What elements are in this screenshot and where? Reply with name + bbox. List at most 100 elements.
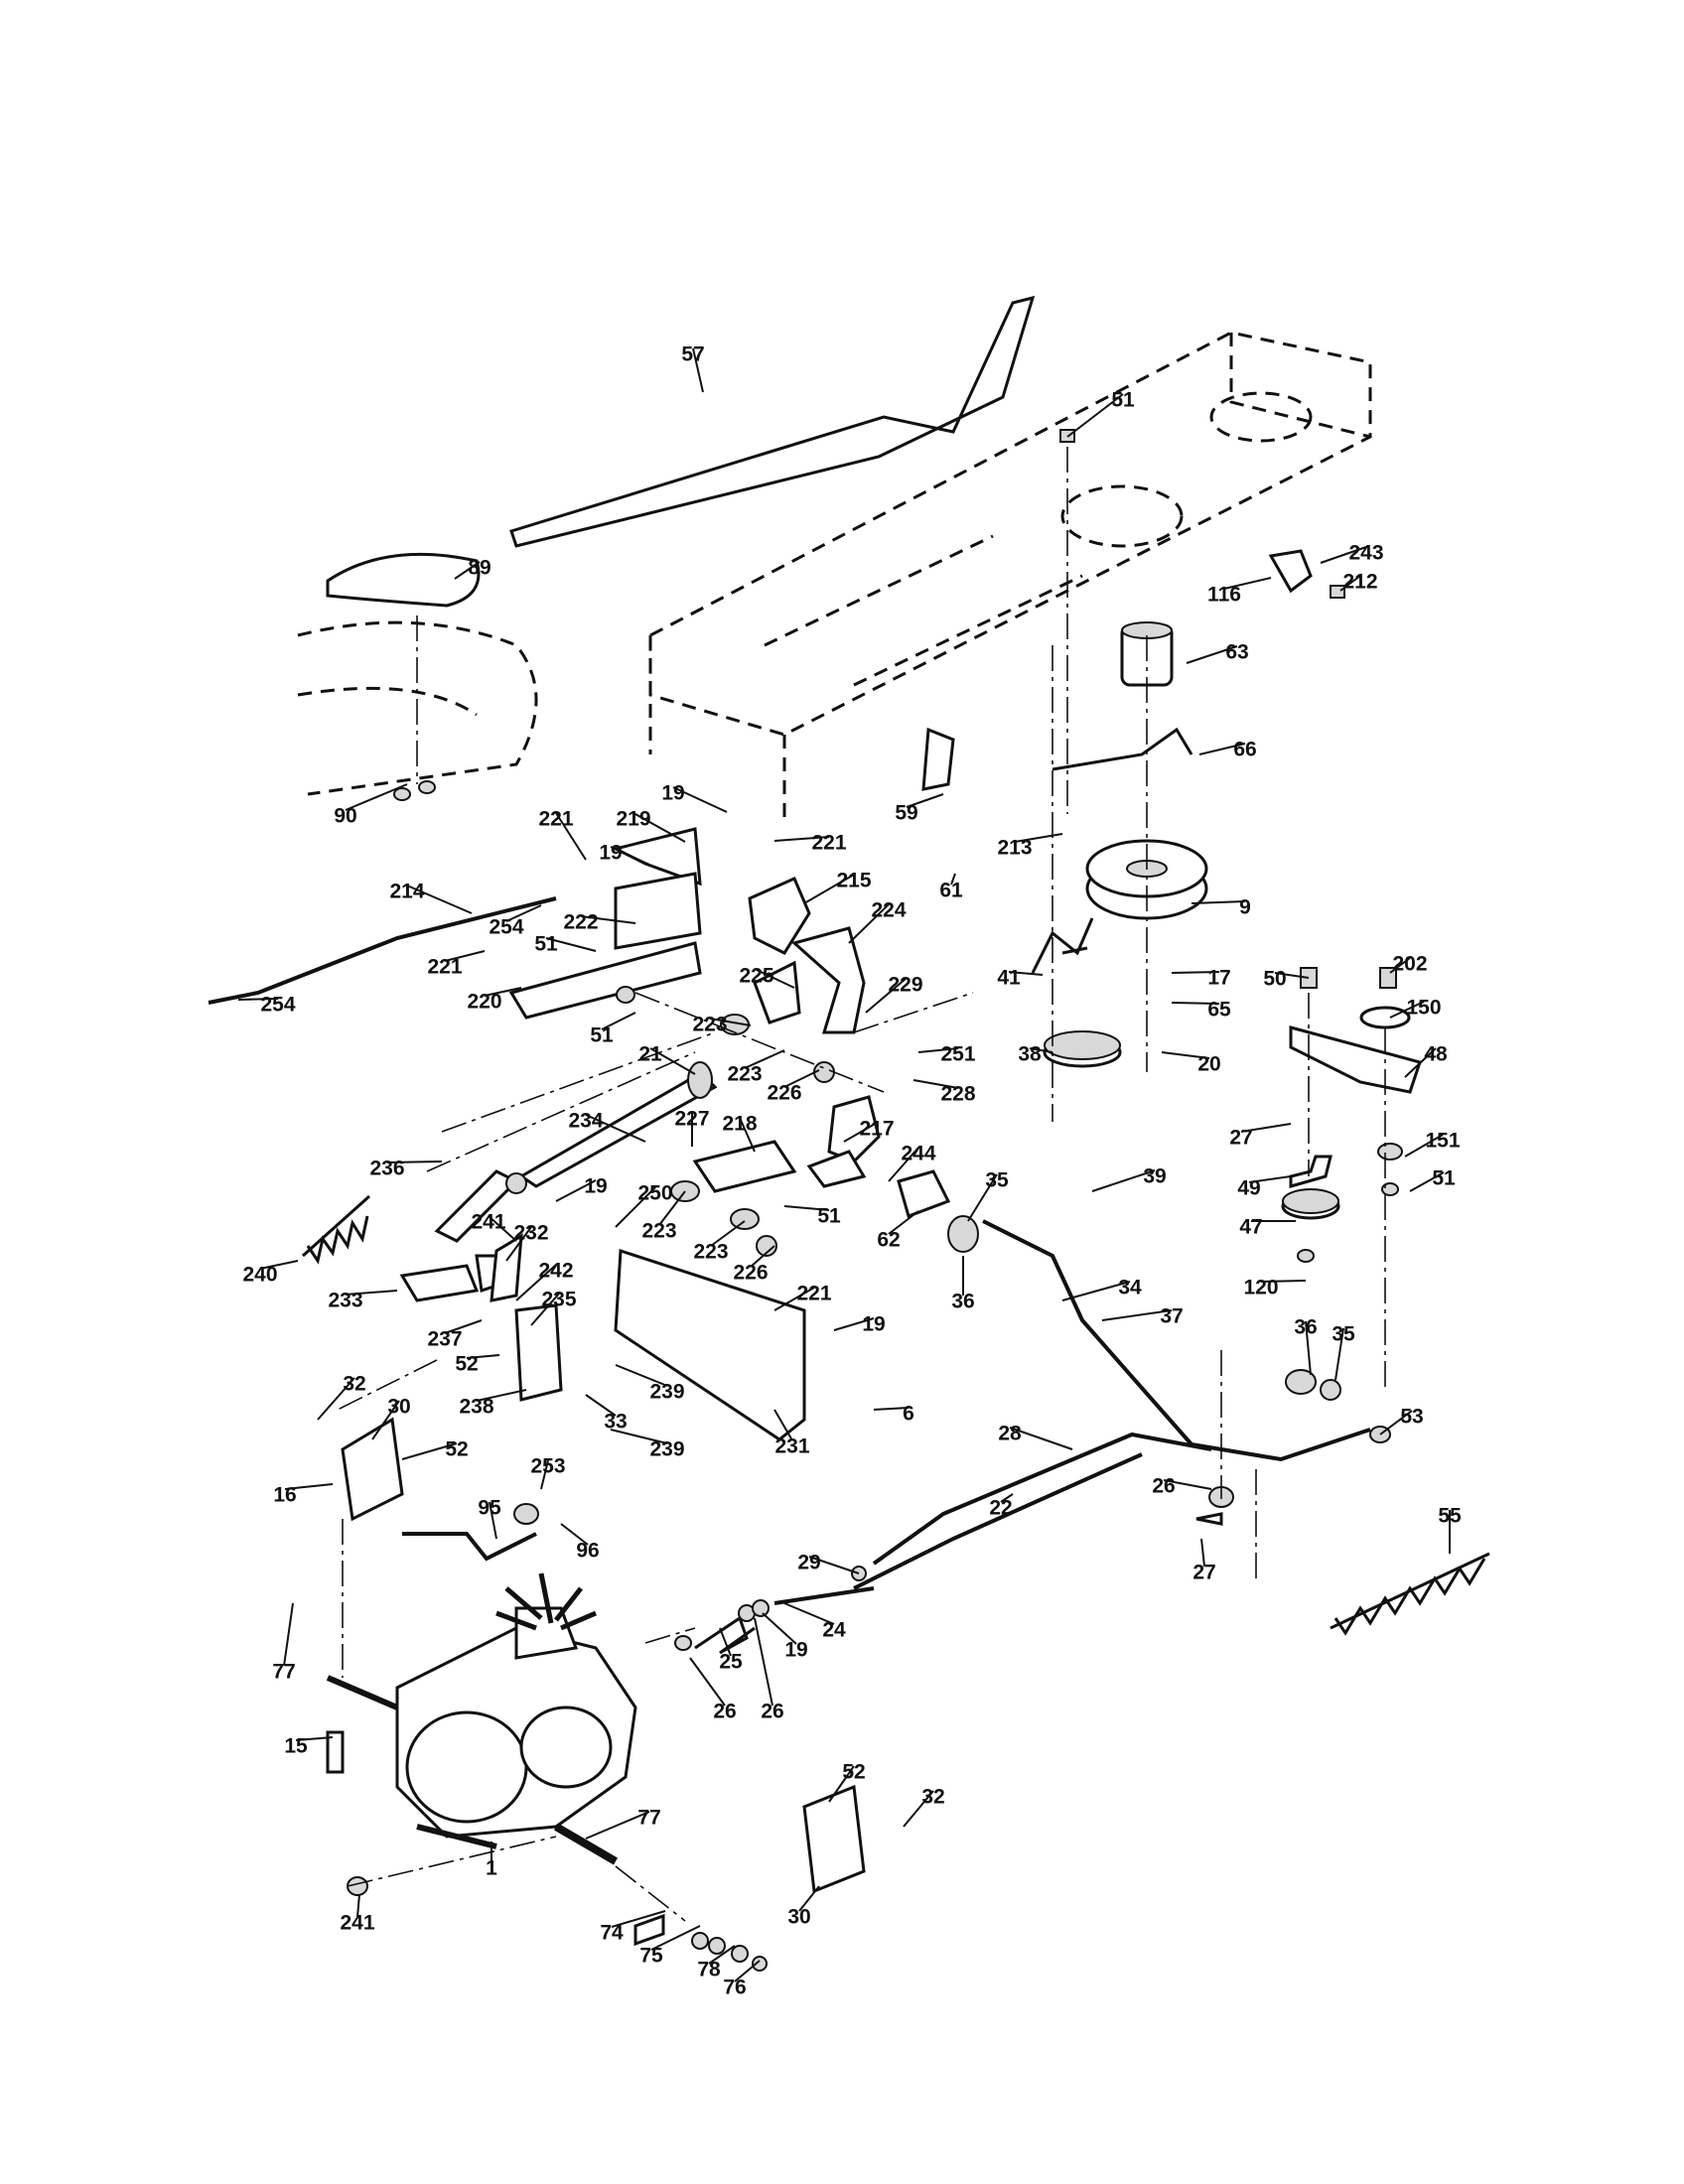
leader-line-c226b — [750, 1245, 775, 1268]
callout-c221c: 221 — [427, 956, 462, 979]
callout-c75: 75 — [639, 1945, 663, 1968]
callout-c222: 222 — [563, 911, 598, 934]
callout-c77a: 77 — [272, 1661, 295, 1684]
leader-line-c116 — [1223, 577, 1272, 590]
callout-c150: 150 — [1406, 997, 1441, 1020]
leader-line-c27b — [1200, 1538, 1205, 1568]
callout-c229: 229 — [888, 974, 922, 997]
callout-c237: 237 — [427, 1328, 462, 1351]
leader-line-c9 — [1191, 900, 1246, 904]
leader-line-c243 — [1320, 546, 1367, 564]
leader-line-c202 — [1389, 957, 1411, 974]
leader-line-c16 — [284, 1483, 334, 1490]
transaxle — [326, 1572, 637, 1865]
callout-c223b: 223 — [727, 1063, 762, 1086]
leader-line-c75 — [650, 1925, 701, 1951]
leader-line-c19e — [762, 1612, 797, 1645]
idler-pulley-47 — [1281, 1188, 1340, 1220]
callout-c25: 25 — [719, 1651, 743, 1674]
leader-line-c38 — [1029, 1047, 1053, 1053]
leader-line-c239a — [615, 1364, 668, 1387]
leader-line-c120 — [1260, 1280, 1307, 1283]
callout-c52a: 52 — [455, 1353, 478, 1376]
callout-c243: 243 — [1348, 542, 1383, 565]
callout-c38: 38 — [1018, 1043, 1042, 1066]
callout-c19d: 19 — [862, 1313, 885, 1336]
callout-c96: 96 — [576, 1540, 599, 1563]
callout-c34: 34 — [1118, 1277, 1142, 1299]
leader-line-c59 — [906, 793, 944, 808]
callout-c52c: 52 — [842, 1761, 865, 1784]
callout-c16: 16 — [273, 1484, 296, 1507]
leader-line-c19a — [672, 786, 728, 813]
leader-line-c74 — [611, 1910, 666, 1928]
leader-line-c221a — [555, 812, 587, 861]
callout-c15: 15 — [284, 1735, 308, 1758]
idler-pulley-38 — [1043, 1030, 1122, 1068]
callout-c120: 120 — [1243, 1277, 1278, 1299]
leader-line-c15 — [295, 1736, 334, 1741]
spring-55 — [1330, 1552, 1490, 1636]
callout-c36b: 36 — [1294, 1316, 1317, 1339]
idler-arm-bracket — [1289, 1025, 1422, 1094]
spring-240 — [301, 1194, 371, 1265]
callout-c65: 65 — [1207, 999, 1231, 1022]
leader-line-c241b — [356, 1893, 360, 1918]
callout-c63: 63 — [1225, 641, 1248, 664]
leader-line-c41 — [1008, 971, 1044, 976]
callout-c36a: 36 — [951, 1291, 974, 1313]
callout-c1: 1 — [486, 1857, 497, 1880]
leader-line-c219 — [632, 812, 686, 843]
callout-c250: 250 — [637, 1182, 672, 1205]
callout-c52b: 52 — [445, 1438, 468, 1461]
callout-c51c: 51 — [590, 1024, 614, 1047]
leader-line-c28 — [1009, 1427, 1073, 1450]
callout-c35b: 35 — [1332, 1323, 1355, 1346]
callout-c240: 240 — [242, 1264, 277, 1287]
callout-c37: 37 — [1160, 1305, 1183, 1328]
leader-line-c30a — [371, 1400, 400, 1440]
callout-c51b: 51 — [534, 933, 558, 956]
leader-line-c89 — [454, 561, 481, 580]
brake-pedal — [748, 877, 866, 1034]
callout-c218: 218 — [722, 1113, 757, 1136]
callout-c253: 253 — [530, 1455, 565, 1478]
callout-c78: 78 — [697, 1959, 721, 1981]
leader-line-c26a — [1163, 1479, 1212, 1490]
leader-line-c221b — [773, 836, 830, 842]
fender-outline — [297, 620, 538, 796]
callout-c242: 242 — [538, 1260, 573, 1283]
leader-line-c29 — [808, 1556, 860, 1574]
callout-c51e: 51 — [817, 1205, 841, 1228]
callout-c26c: 26 — [761, 1701, 783, 1723]
callout-c221d: 221 — [796, 1283, 831, 1305]
callout-c39: 39 — [1143, 1165, 1166, 1188]
callout-c213: 213 — [997, 837, 1032, 860]
leader-line-c95 — [489, 1501, 497, 1540]
drive-belt — [509, 295, 1036, 548]
callout-c90: 90 — [334, 805, 356, 828]
callout-c9: 9 — [1239, 896, 1251, 919]
callout-c77b: 77 — [637, 1807, 660, 1830]
leader-line-c65 — [1171, 1002, 1220, 1005]
leader-line-c21 — [649, 1047, 696, 1075]
callout-c226a: 226 — [767, 1082, 801, 1105]
leader-line-c223c — [658, 1190, 686, 1226]
callout-c53: 53 — [1400, 1406, 1423, 1429]
callout-c49: 49 — [1237, 1177, 1260, 1200]
leader-line-c225 — [756, 969, 795, 989]
callout-c223c: 223 — [641, 1220, 676, 1243]
leader-line-c51d — [1409, 1171, 1445, 1192]
callout-c55: 55 — [1438, 1505, 1462, 1528]
leader-line-c26c — [754, 1617, 773, 1706]
leader-line-c35b — [1334, 1327, 1344, 1381]
callout-c19b: 19 — [599, 842, 622, 865]
callout-c219: 219 — [616, 808, 650, 831]
leader-line-c213 — [1014, 833, 1063, 843]
callout-c30a: 30 — [387, 1396, 410, 1419]
leader-line-c33 — [585, 1394, 617, 1417]
leader-line-c27a — [1240, 1123, 1292, 1133]
callout-c26b: 26 — [713, 1701, 736, 1723]
